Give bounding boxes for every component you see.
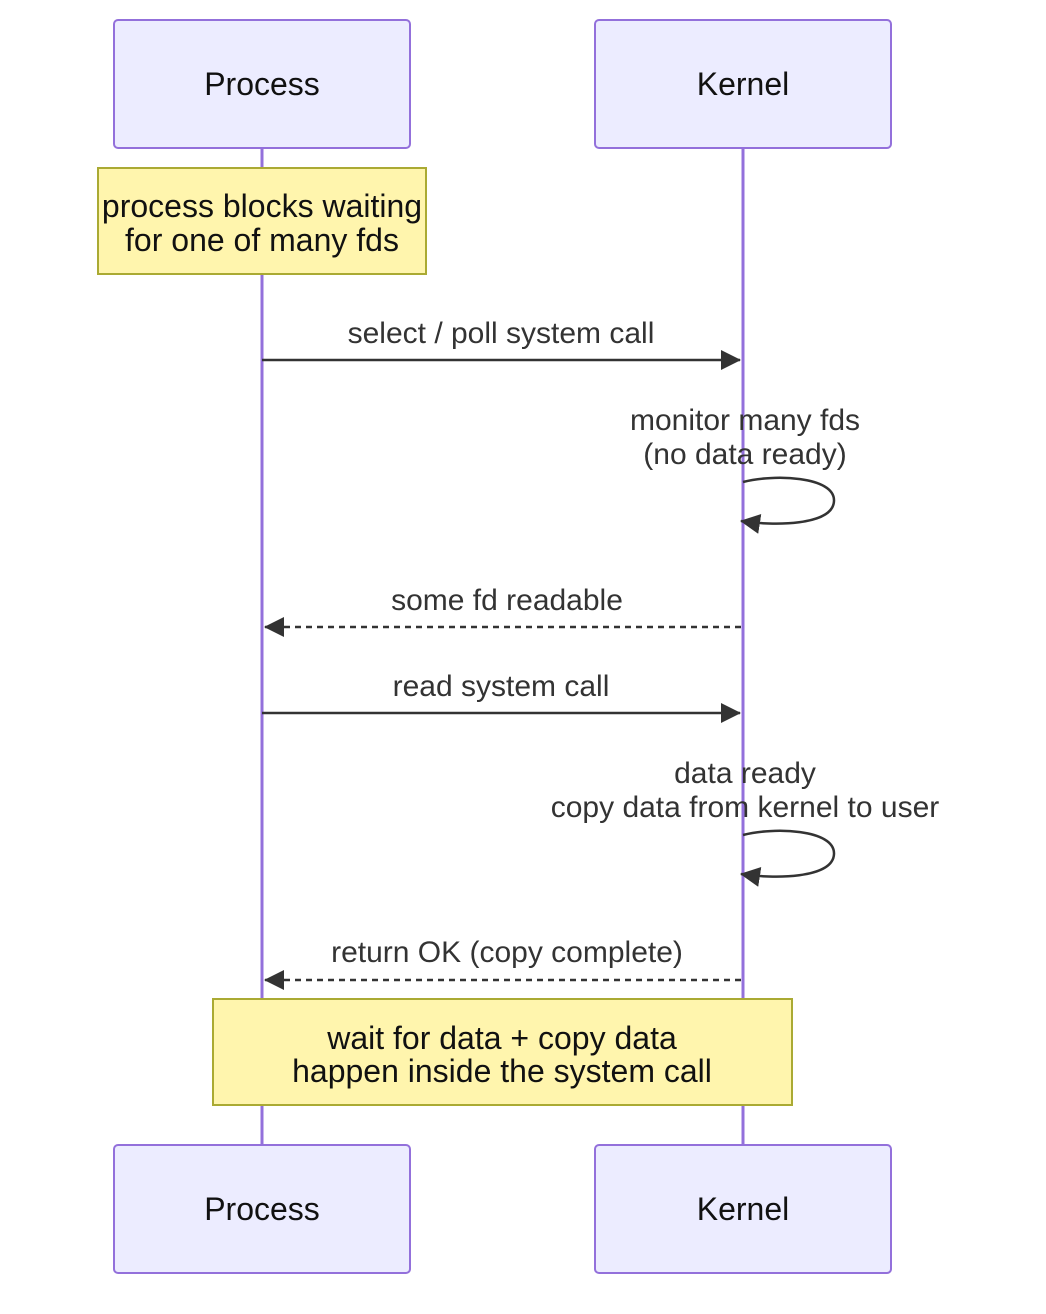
self-message-monitor-line-2: (no data ready) [643, 438, 846, 471]
self-message-data-ready-line-2: copy data from kernel to user [551, 791, 940, 824]
process-actor-top-label: Process [204, 66, 320, 102]
self-message-monitor-line-1: monitor many fds [630, 404, 860, 437]
note-top-line-1: process blocks waiting [102, 188, 422, 224]
self-message-monitor-arrow [740, 476, 836, 534]
self-message-data-ready-line-1: data ready [674, 757, 816, 790]
self-message-data-ready-arrow [740, 829, 836, 887]
kernel-actor-top: Kernel [594, 19, 892, 149]
message-return-ok-label: return OK (copy complete) [331, 936, 683, 969]
message-fd-readable-label: some fd readable [391, 584, 623, 617]
process-actor-bottom: Process [113, 1144, 411, 1274]
kernel-actor-bottom-label: Kernel [697, 1191, 790, 1227]
note-bottom-line-1: wait for data + copy data [326, 1020, 677, 1056]
note-wait-and-copy: wait for data + copy data happen inside … [212, 998, 793, 1106]
note-top-line-2: for one of many fds [125, 222, 399, 258]
kernel-actor-top-label: Kernel [697, 66, 790, 102]
note-bottom-line-2: happen inside the system call [292, 1053, 712, 1089]
process-actor-bottom-label: Process [204, 1191, 320, 1227]
message-read-call-label: read system call [393, 670, 610, 703]
note-process-blocks: process blocks waiting for one of many f… [97, 167, 427, 275]
process-actor-top: Process [113, 19, 411, 149]
message-select-call-label: select / poll system call [348, 317, 655, 350]
kernel-actor-bottom: Kernel [594, 1144, 892, 1274]
